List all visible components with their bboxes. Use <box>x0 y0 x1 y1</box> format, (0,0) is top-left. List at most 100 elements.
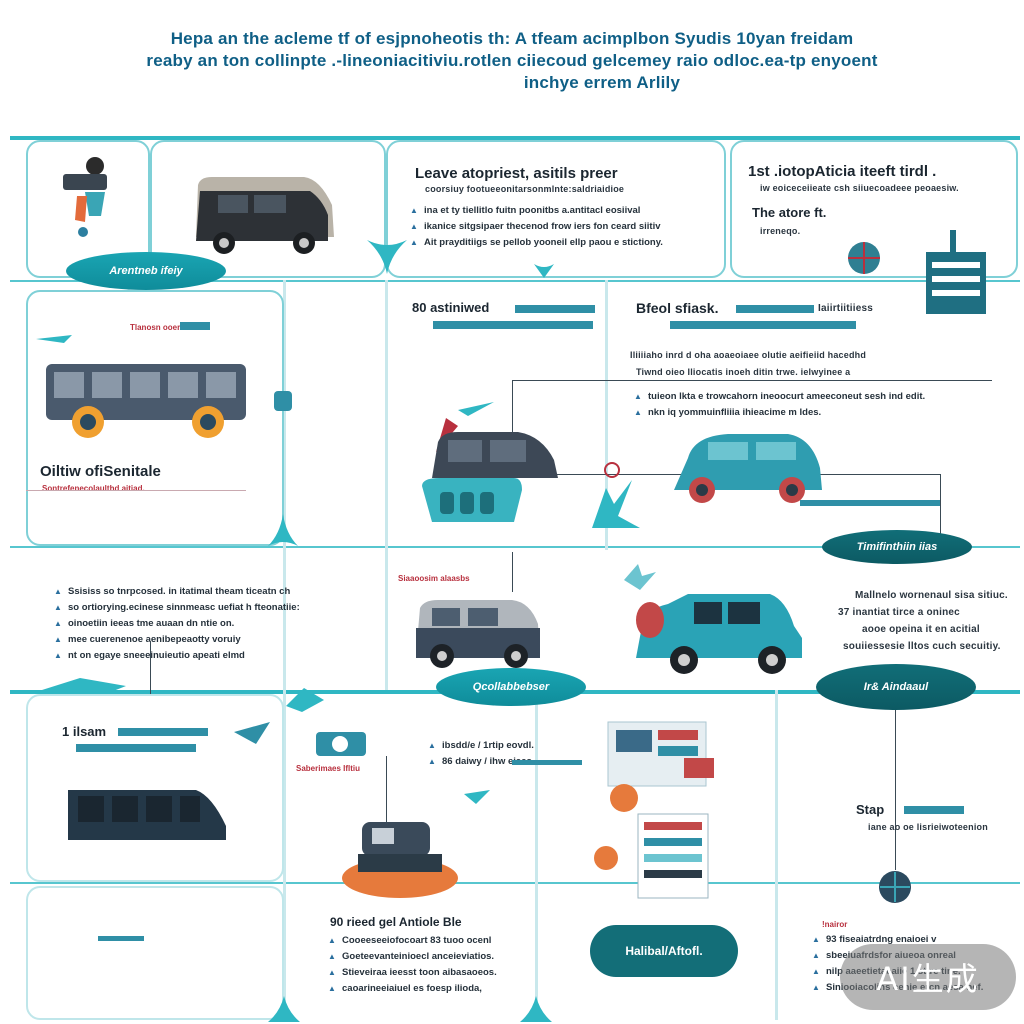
row2-left-sub: Sontrefenecolaulthd aitiad. <box>42 484 145 493</box>
list-item: Goeteevanteinioecl anceieviatios. <box>328 949 497 965</box>
van-illustration-top <box>196 177 334 254</box>
arrow-icon <box>234 722 270 744</box>
row4-left-bar-2 <box>76 744 196 752</box>
row3-middle-note: Siaaoosim alaasbs <box>398 574 470 583</box>
chevron-down-icon <box>367 240 407 274</box>
bottom-left-list: Cooeeseeiofocoart 83 tuoo ocenl Goeteeva… <box>328 933 497 997</box>
connector-line <box>386 756 387 826</box>
top-middle-list: ina et ty tiellitlo fuitn poonitbs a.ant… <box>410 203 663 251</box>
panel-bottom-left <box>26 886 284 1020</box>
chevron-up-icon <box>520 996 552 1022</box>
list-item: ibsdd/e / 1rtip eovdl. <box>428 738 534 754</box>
header-line-1: Hepa an the acleme tf of esjpnoheotis th… <box>170 29 854 48</box>
connector-line <box>512 380 992 381</box>
header-line-3: inchye errem Arlily <box>523 73 681 92</box>
row2-middle-bar-2 <box>433 321 593 329</box>
row4-right-heading: Stap <box>856 802 885 817</box>
car-illustration-row2 <box>674 434 822 503</box>
bottom-left-heading: 90 rieed gel Antiole Ble <box>330 915 462 929</box>
bottom-middle-pill: Halibal/Aftofl. <box>590 925 738 977</box>
vdivider-bottom-mid <box>535 690 538 1020</box>
list-item: so ortiorying.ecinese sinnmeasc uefiat h… <box>54 600 300 616</box>
connector-line <box>940 474 941 540</box>
minivan-illustration <box>68 790 226 840</box>
list-item: ina et ty tiellitlo fuitn poonitbs a.ant… <box>410 203 663 219</box>
list-item: Ait prayditiigs se pellob yooneil ellp p… <box>410 235 663 251</box>
row2-left-small: Tlanosn ooerd ieicii <box>130 323 206 332</box>
suv-illustration <box>422 432 558 522</box>
bottom-right-note: !nairor <box>822 920 848 929</box>
list-item: ikanice sitgsipaer thecenod frow iers fo… <box>410 219 663 235</box>
list-item: nt on egaye sneeeinuieutio apeati elmd <box>54 648 300 664</box>
ai-generated-watermark: AI生成 <box>840 944 1016 1010</box>
row2-middle-heading: 80 astiniwed <box>412 300 490 315</box>
divider-bottom <box>10 882 1020 884</box>
row3-right-line-0: Mallnelo wornenaul sisa sitiuc. <box>855 590 1008 601</box>
car-illustration-row3 <box>636 594 802 674</box>
top-right-heading-2: The atore ft. <box>752 205 827 220</box>
header-line-2: reaby an ton collinpte .-lineoniacitiviu… <box>146 51 878 70</box>
row2-right-list: tuieon lkta e trowcahorn ineoocurt ameec… <box>634 389 925 421</box>
list-item: Stieveiraa ieesst toon aibasaoeos. <box>328 965 497 981</box>
top-middle-sub: coorsiuy footueeonitarsonmlnte:saldriaid… <box>425 184 625 194</box>
connector-line <box>512 552 513 592</box>
label-top-left: Arentneb ifeiy <box>66 252 226 290</box>
label-row3-middle: Qcollabbebser <box>436 668 586 706</box>
list-item: 86 daiwy / ihw eiaas <box>428 754 534 770</box>
list-item: tuieon lkta e trowcahorn ineoocurt ameec… <box>634 389 925 405</box>
connector-line <box>512 380 513 474</box>
row4-left-bar-1 <box>118 728 208 736</box>
top-middle-heading: Leave atopriest, asitils preer <box>415 165 618 182</box>
top-right-sub-2: irreneqo. <box>760 226 801 236</box>
chevron-up-icon <box>268 996 300 1022</box>
connector-line <box>895 710 896 870</box>
dashboard-illustration <box>594 721 714 899</box>
sparkle-icon <box>624 564 656 590</box>
tag-icon <box>274 391 292 411</box>
divider-row3 <box>10 546 1020 548</box>
row4-middle-list: ibsdd/e / 1rtip eovdl. 86 daiwy / ihw ei… <box>428 738 534 770</box>
top-right-heading: 1st .iotopAticia iteeft tirdl . <box>748 163 937 180</box>
row4-left-heading: 1 ilsam <box>62 724 107 739</box>
row2-left-heading: Oiltiw ofiSenitale <box>40 463 161 480</box>
label-row2-right: Timifinthiin iias <box>822 530 972 564</box>
divider-row2 <box>10 280 1020 282</box>
row2-right-bar-2 <box>670 321 856 329</box>
globe-icon <box>848 242 880 274</box>
bus-illustration <box>46 364 246 438</box>
row2-right-line-1: Iliiiiaho inrd d oha aoaeoiaee olutie ae… <box>630 350 867 360</box>
arrow-icon <box>286 688 324 712</box>
divider-top <box>10 136 1020 140</box>
top-right-sub: iw eoiceceiieate csh siiuecoadeee peoaes… <box>760 183 959 193</box>
row3-right-line-3: souiiessesie lltos cuch secuitiy. <box>843 641 1001 652</box>
chevron-up-icon <box>268 514 298 546</box>
arrow-icon <box>36 335 72 343</box>
vdivider-midright <box>605 280 608 550</box>
row3-right-line-2: aooe opeina it en acitial <box>862 624 980 635</box>
camera-icon <box>316 732 366 756</box>
list-item: Cooeeseeiofocoart 83 tuoo ocenl <box>328 933 497 949</box>
globe-icon <box>879 871 911 903</box>
list-item: mee cuerenenoe aenibepeaotty voruiy <box>54 632 300 648</box>
row2-right-line-2: Tiwnd oieo Iliocatis inoeh ditin trwe. i… <box>636 367 851 377</box>
list-item: 93 fiseaiatrdng enaioei v <box>812 932 983 948</box>
list-item: Ssisiss so tnrpcosed. in itatimal theam … <box>54 584 300 600</box>
panel-row4-left <box>26 694 284 882</box>
cargo-illustration <box>342 822 458 898</box>
arrow-icon <box>464 790 490 804</box>
chevron-down-icon <box>534 264 554 278</box>
row3-left-list: Ssisiss so tnrpcosed. in itatimal theam … <box>54 584 300 664</box>
row2-middle-bar-1 <box>515 305 595 313</box>
row2-right-heading: Bfeol sfiask. <box>636 300 719 316</box>
row4-right-sub: iane ao oe lisrieiwoteenion <box>868 822 988 832</box>
row2-right-bar-1 <box>736 305 814 313</box>
row2-right-bar-label: Iaiirtiitiiess <box>818 303 874 314</box>
vdivider-bottom-right <box>775 690 778 1020</box>
building-icon <box>926 230 986 314</box>
row4-right-bar <box>904 806 964 814</box>
row2-left-rule <box>26 490 246 491</box>
row4-middle-note: Saberimaes Ifltiu <box>296 764 361 773</box>
row3-right-line-1: 37 inantiat tirce a oninec <box>838 607 960 618</box>
row2-right-bar-3 <box>800 500 940 506</box>
arrow-icon <box>592 462 640 528</box>
